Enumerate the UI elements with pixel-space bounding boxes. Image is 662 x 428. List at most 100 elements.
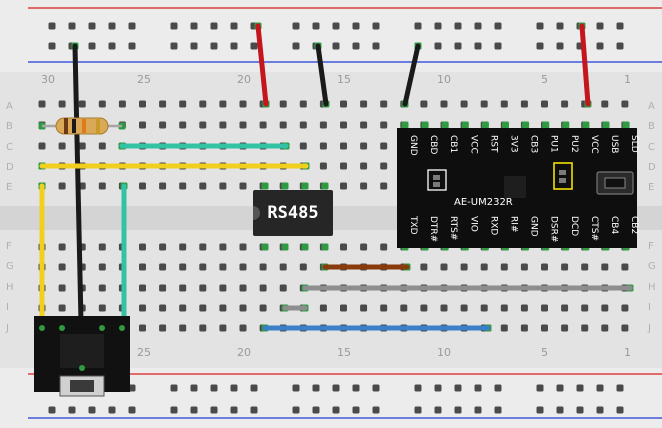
breadboard-hole[interactable] <box>601 324 609 332</box>
breadboard-hole[interactable] <box>58 100 66 108</box>
breadboard-hole[interactable] <box>321 182 329 190</box>
red-wire[interactable] <box>579 23 591 107</box>
breadboard-hole[interactable] <box>500 324 508 332</box>
breadboard-hole[interactable] <box>88 22 96 30</box>
breadboard-hole[interactable] <box>299 142 307 150</box>
breadboard-hole[interactable] <box>352 406 360 414</box>
breadboard-hole[interactable] <box>250 384 258 392</box>
breadboard-hole[interactable] <box>118 100 126 108</box>
breadboard-hole[interactable] <box>170 384 178 392</box>
breadboard-hole[interactable] <box>139 304 146 312</box>
breadboard-hole[interactable] <box>88 406 96 414</box>
breadboard-hole[interactable] <box>520 263 528 271</box>
breadboard-hole[interactable] <box>219 324 227 332</box>
breadboard-hole[interactable] <box>179 304 187 312</box>
breadboard-hole[interactable] <box>312 384 320 392</box>
breadboard-hole[interactable] <box>179 284 187 292</box>
breadboard-hole[interactable] <box>602 121 610 129</box>
breadboard-hole[interactable] <box>460 100 468 108</box>
breadboard-hole[interactable] <box>58 284 66 292</box>
breadboard-hole[interactable] <box>454 42 462 50</box>
breadboard-hole[interactable] <box>98 243 106 251</box>
breadboard-hole[interactable] <box>541 324 548 332</box>
resistor[interactable] <box>42 117 122 135</box>
breadboard-hole[interactable] <box>190 42 198 50</box>
breadboard-hole[interactable] <box>139 324 146 332</box>
breadboard-hole[interactable] <box>199 263 207 271</box>
breadboard-hole[interactable] <box>190 406 198 414</box>
breadboard-hole[interactable] <box>420 100 428 108</box>
breadboard-hole[interactable] <box>340 304 347 312</box>
breadboard-hole[interactable] <box>139 243 146 251</box>
breadboard-hole[interactable] <box>139 182 146 190</box>
breadboard-hole[interactable] <box>621 263 629 271</box>
breadboard-hole[interactable] <box>480 100 488 108</box>
breadboard-hole[interactable] <box>340 182 347 190</box>
breadboard-hole[interactable] <box>372 42 380 50</box>
breadboard-hole[interactable] <box>190 22 198 30</box>
breadboard-hole[interactable] <box>460 304 468 312</box>
breadboard-hole[interactable] <box>541 263 548 271</box>
breadboard-hole[interactable] <box>596 406 604 414</box>
breadboard-hole[interactable] <box>319 142 327 150</box>
breadboard-hole[interactable] <box>596 42 604 50</box>
breadboard-hole[interactable] <box>219 100 227 108</box>
breadboard-hole[interactable] <box>230 42 238 50</box>
breadboard-hole[interactable] <box>199 100 207 108</box>
breadboard-hole[interactable] <box>292 22 300 30</box>
breadboard-hole[interactable] <box>494 406 502 414</box>
dc-jack-connector[interactable] <box>34 316 130 397</box>
breadboard-hole[interactable] <box>279 100 287 108</box>
breadboard-hole[interactable] <box>561 304 569 312</box>
breadboard-hole[interactable] <box>281 243 289 251</box>
breadboard-hole[interactable] <box>561 100 569 108</box>
breadboard-hole[interactable] <box>621 100 629 108</box>
breadboard-hole[interactable] <box>128 42 136 50</box>
breadboard-hole[interactable] <box>58 263 66 271</box>
breadboard-hole[interactable] <box>128 22 136 30</box>
red-wire[interactable] <box>255 23 269 107</box>
breadboard-hole[interactable] <box>440 100 448 108</box>
breadboard-hole[interactable] <box>159 263 167 271</box>
breadboard-hole[interactable] <box>556 42 564 50</box>
breadboard-hole[interactable] <box>601 263 609 271</box>
breadboard-hole[interactable] <box>219 263 227 271</box>
breadboard-hole[interactable] <box>239 100 247 108</box>
breadboard-hole[interactable] <box>259 284 267 292</box>
breadboard-hole[interactable] <box>58 243 66 251</box>
breadboard-hole[interactable] <box>48 22 56 30</box>
breadboard-hole[interactable] <box>541 304 548 312</box>
breadboard-hole[interactable] <box>434 406 442 414</box>
breadboard-hole[interactable] <box>581 263 589 271</box>
breadboard-hole[interactable] <box>250 406 258 414</box>
breadboard-hole[interactable] <box>199 243 207 251</box>
breadboard-hole[interactable] <box>239 304 247 312</box>
breadboard-hole[interactable] <box>219 121 227 129</box>
breadboard-hole[interactable] <box>520 324 528 332</box>
breadboard-hole[interactable] <box>98 304 106 312</box>
breadboard-hole[interactable] <box>239 263 247 271</box>
breadboard-hole[interactable] <box>159 284 167 292</box>
breadboard-hole[interactable] <box>139 263 146 271</box>
breadboard-hole[interactable] <box>299 121 307 129</box>
breadboard-hole[interactable] <box>179 100 187 108</box>
breadboard-hole[interactable] <box>601 100 609 108</box>
breadboard-hole[interactable] <box>239 243 247 251</box>
breadboard-hole[interactable] <box>414 406 422 414</box>
breadboard-hole[interactable] <box>159 121 167 129</box>
breadboard-hole[interactable] <box>556 384 564 392</box>
breadboard-hole[interactable] <box>68 22 76 30</box>
breadboard-hole[interactable] <box>332 22 340 30</box>
breadboard-hole[interactable] <box>108 22 116 30</box>
breadboard-hole[interactable] <box>219 304 227 312</box>
breadboard-hole[interactable] <box>420 263 428 271</box>
breadboard-hole[interactable] <box>199 284 207 292</box>
breadboard-hole[interactable] <box>494 22 502 30</box>
breadboard-hole[interactable] <box>500 263 508 271</box>
breadboard-hole[interactable] <box>380 182 388 190</box>
breadboard-hole[interactable] <box>312 22 320 30</box>
breadboard-hole[interactable] <box>78 100 86 108</box>
breadboard-hole[interactable] <box>219 284 227 292</box>
breadboard-hole[interactable] <box>299 263 307 271</box>
